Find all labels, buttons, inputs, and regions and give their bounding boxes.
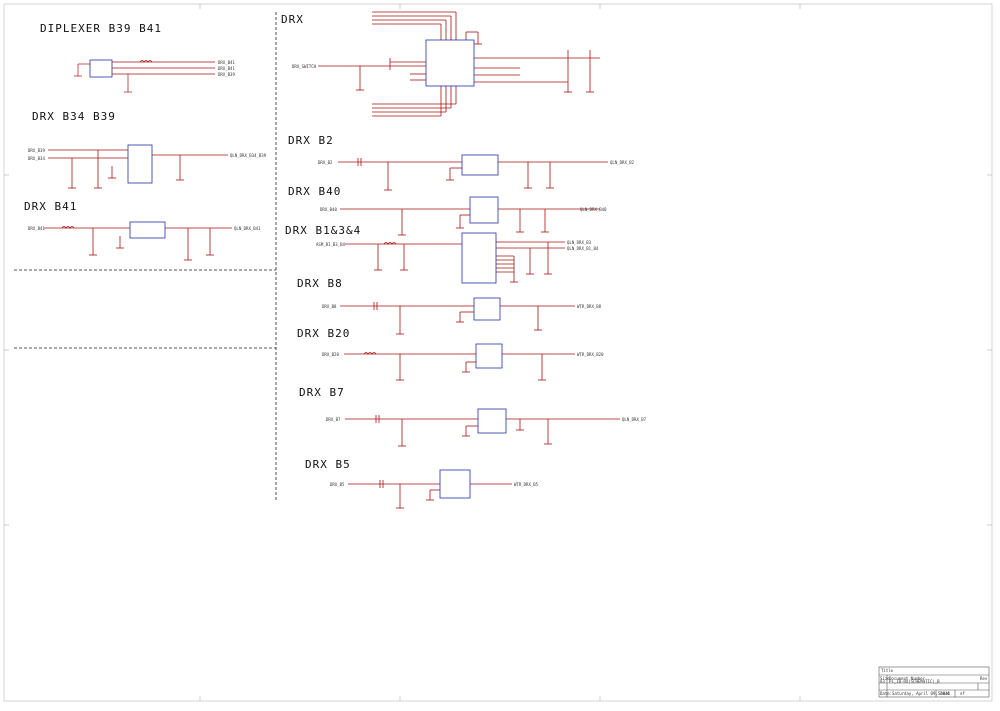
section-drx-label: DRX [281, 13, 304, 26]
section-drx-b41-label: DRX B41 [24, 200, 78, 213]
b40-filter [469, 196, 499, 224]
title-block-sheet: Sheet [938, 691, 951, 696]
net-label: ASM_B1_B3_B4 [316, 242, 345, 247]
title-block-of: of [960, 691, 965, 696]
net-label: DRX_B8 [322, 304, 337, 309]
section-drx-b5-label: DRX B5 [305, 458, 351, 471]
title-block [878, 666, 990, 698]
diplexer-circuit [74, 59, 215, 93]
frame-ticks [4, 4, 992, 701]
net-label: DRX_B40 [320, 207, 337, 212]
section-drx-b20-label: DRX B20 [297, 327, 351, 340]
drx-b34-b39-circuit [48, 149, 228, 189]
net-label: DRX_B41 [28, 226, 45, 231]
net-label: QLN_DRX_B2 [610, 160, 635, 165]
net-label: QLN_DRX_B34_B39 [230, 153, 267, 158]
drx-b5-circuit [348, 480, 512, 509]
net-label: DRX_SWITCH [292, 64, 317, 69]
net-label: WTR_DRX_B5 [514, 482, 539, 487]
net-label: DRX_B41 [218, 60, 235, 65]
drx-b41-circuit [44, 226, 232, 261]
net-label: WTR_DRX_B8 [577, 304, 602, 309]
title-block-rev: Rev [980, 676, 988, 681]
title-block-size-value: A3 [880, 679, 885, 684]
drx-switch-circuit [318, 11, 600, 117]
section-drx-b40-label: DRX B40 [288, 185, 342, 198]
drx-b7-circuit [345, 415, 620, 447]
b2-filter [461, 154, 499, 176]
title-block-date-value: Saturday, April 09, 2016 [892, 691, 950, 696]
section-drx-b34-b39-label: DRX B34 B39 [32, 110, 116, 123]
net-label: DRX_B5 [330, 482, 345, 487]
section-drx-b7-label: DRX B7 [299, 386, 345, 399]
drx-b40-circuit [340, 208, 600, 236]
net-label: DRX_B2 [318, 160, 333, 165]
section-dividers [14, 12, 277, 500]
title-block-size-label: Size [880, 676, 890, 681]
title-block-doc-label: Document Number [889, 676, 926, 681]
b8-filter [473, 297, 501, 321]
b41-filter [129, 221, 166, 239]
title-block-title: Title [881, 668, 894, 673]
title-block-date-label: Date: [880, 691, 893, 696]
b5-filter [439, 469, 471, 499]
drx-b1-3-4-circuit [345, 241, 565, 283]
drx-b20-circuit [344, 352, 575, 381]
b1-3-4-filter [461, 232, 497, 284]
net-label: WTR_DRX_B20 [577, 352, 604, 357]
net-label: DRX_B39 [218, 72, 235, 77]
drx-switch-ic [425, 39, 475, 87]
net-label: QLN_DRX_B41 [234, 226, 261, 231]
b34-b39-filter [127, 144, 153, 184]
section-diplexer-label: DIPLEXER B39 B41 [40, 22, 162, 35]
b20-filter [475, 343, 503, 369]
title-block-doc-value: P1_10-RX(SCHEMATIC)_B [889, 679, 940, 684]
net-label: QLN_DRX_B7 [622, 417, 647, 422]
net-label: QLN_DRX_B1_B4 [567, 246, 599, 251]
b7-filter [477, 408, 507, 434]
net-label: DRX_B39 [28, 148, 45, 153]
net-label: QLN_DRX_B40 [580, 207, 607, 212]
drx-b8-circuit [340, 302, 575, 335]
net-label: DRX_B20 [322, 352, 339, 357]
net-label: DRX_B34 [28, 156, 45, 161]
net-label: QLN_DRX_B3 [567, 240, 592, 245]
section-drx-b1-3-4-label: DRX B1&3&4 [285, 224, 362, 237]
net-label: DRX_B7 [326, 417, 341, 422]
sheet-frame [3, 3, 993, 702]
drx-b2-circuit [338, 158, 608, 191]
section-drx-b2-label: DRX B2 [288, 134, 334, 147]
net-label: DRX_B41 [218, 66, 235, 71]
section-drx-b8-label: DRX B8 [297, 277, 343, 290]
